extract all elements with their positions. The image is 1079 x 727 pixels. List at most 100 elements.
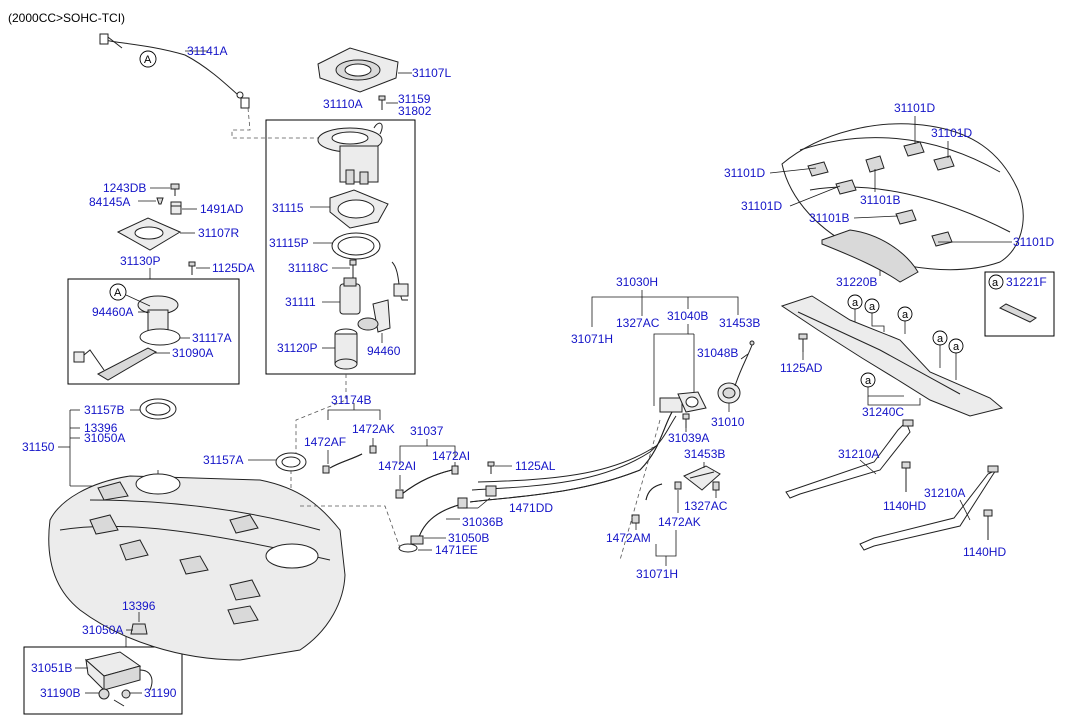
circle-marker-A-box <box>109 283 127 301</box>
bracket-31453B <box>683 465 721 491</box>
svg-text:a: a <box>937 333 944 345</box>
label-31159: 31159 <box>398 92 431 106</box>
circle-letter-A-top: A <box>144 54 152 66</box>
svg-text:a: a <box>953 341 960 353</box>
label-31101D-bottom: 31101D <box>1013 235 1054 249</box>
label-84145A: 84145A <box>89 195 130 209</box>
svg-text:a: a <box>869 301 876 313</box>
label-1243DB: 1243DB <box>103 181 146 195</box>
label-94460A: 94460A <box>92 305 133 319</box>
label-13396-tank: 13396 <box>84 421 118 435</box>
hose-1472AK <box>645 481 682 501</box>
label-31071H-bottom: 31071H <box>636 567 678 581</box>
pad-31221F: a <box>988 274 1038 323</box>
label-31090A: 31090A <box>172 346 213 360</box>
label-31210A-1: 31210A <box>838 447 879 461</box>
engine-note: (2000CC>SOHC-TCI) <box>8 11 125 25</box>
canister-box <box>23 646 183 715</box>
label-1471DD: 1471DD <box>509 501 553 515</box>
protector-31220B <box>821 229 919 283</box>
label-31220B: 31220B <box>836 275 877 289</box>
label-31150: 31150 <box>22 440 55 454</box>
label-1125AL: 1125AL <box>515 459 556 473</box>
label-31036B: 31036B <box>462 515 503 529</box>
bolt-31159 <box>378 95 386 110</box>
label-31130P: 31130P <box>120 254 160 268</box>
circle-letter-A-box: A <box>114 287 122 299</box>
label-31141A: 31141A <box>187 44 227 58</box>
label-31174B: 31174B <box>331 393 371 407</box>
fuel-tank-31150 <box>48 473 346 661</box>
label-31221F: 31221F <box>1006 275 1047 289</box>
strap-31210A-2 <box>859 465 999 551</box>
grommet-1491AD <box>170 201 182 215</box>
label-1140HD-1: 1140HD <box>883 499 926 513</box>
label-1472AI-right: 1472AI <box>432 449 470 463</box>
pump-module-box <box>265 119 416 375</box>
sender-assembly: A <box>73 283 181 381</box>
label-1327AC-bottom: 1327AC <box>684 499 728 513</box>
label-31010: 31010 <box>711 415 745 429</box>
sender-box <box>67 278 240 385</box>
svg-text:a: a <box>902 309 909 321</box>
label-31039A: 31039A <box>668 431 709 445</box>
plate-31115 <box>329 189 389 229</box>
filler-neck-31040B <box>469 391 707 503</box>
label-31120P: 31120P <box>277 341 317 355</box>
nut-13396 <box>130 623 148 635</box>
label-31110A: 31110A <box>323 97 363 111</box>
strap-31210A-1 <box>785 419 914 499</box>
label-31107R: 31107R <box>198 226 239 240</box>
filter-94460 <box>357 299 391 333</box>
screw-31039A <box>682 413 690 428</box>
bolt-1125AD <box>798 333 808 352</box>
label-1140HD-2: 1140HD <box>963 545 1006 559</box>
label-31111: 31111 <box>285 295 316 309</box>
housing-31120P <box>334 328 358 370</box>
clip-31190 <box>113 689 131 707</box>
filler-hose-31036B <box>410 497 468 545</box>
svg-text:a: a <box>852 297 859 309</box>
kit-31221F-box <box>984 271 1055 337</box>
label-31037: 31037 <box>410 424 444 438</box>
label-31101D-right: 31101D <box>931 126 972 140</box>
label-31050B: 31050B <box>448 531 489 545</box>
plug-84145A <box>156 197 164 205</box>
label-31157A: 31157A <box>203 453 243 467</box>
label-31101D-top: 31101D <box>894 101 935 115</box>
label-31051B: 31051B <box>31 661 72 675</box>
label-1472AK-top: 1472AK <box>352 422 395 436</box>
bolt-1125DA <box>188 261 196 275</box>
label-31050A-bottom: 31050A <box>82 623 123 637</box>
label-1472AM: 1472AM <box>606 531 651 545</box>
circle-letter-a-kit: a <box>992 277 999 289</box>
hose-31037 <box>395 465 459 499</box>
bolt-1140HD-1 <box>901 461 911 492</box>
floor-panel <box>781 123 1024 271</box>
clip-31118C <box>349 259 357 280</box>
clamp-1471EE <box>398 543 418 553</box>
harness-31141A <box>99 33 250 109</box>
label-31030H: 31030H <box>616 275 658 289</box>
label-31048B: 31048B <box>697 346 738 360</box>
label-31117A: 31117A <box>192 331 232 345</box>
label-31118C: 31118C <box>288 261 329 275</box>
label-31040B: 31040B <box>667 309 708 323</box>
protector-31240C <box>780 295 1004 417</box>
cover-31107L <box>317 47 399 93</box>
ring-31157B <box>139 398 177 420</box>
label-31115P: 31115P <box>269 236 309 250</box>
label-31101D-mid: 31101D <box>741 199 782 213</box>
label-31802: 31802 <box>398 104 432 118</box>
label-1327AC-top: 1327AC <box>616 316 660 330</box>
label-31453B-bottom: 31453B <box>684 447 725 461</box>
label-31240C: 31240C <box>862 405 904 419</box>
cap-31010 <box>717 340 755 404</box>
label-1125AD: 1125AD <box>780 361 823 375</box>
label-31453B-top: 31453B <box>719 316 760 330</box>
circle-marker-A-top <box>139 50 157 68</box>
label-31101D-left: 31101D <box>724 166 765 180</box>
label-1471EE: 1471EE <box>435 543 478 557</box>
label-31107L: 31107L <box>412 66 451 80</box>
